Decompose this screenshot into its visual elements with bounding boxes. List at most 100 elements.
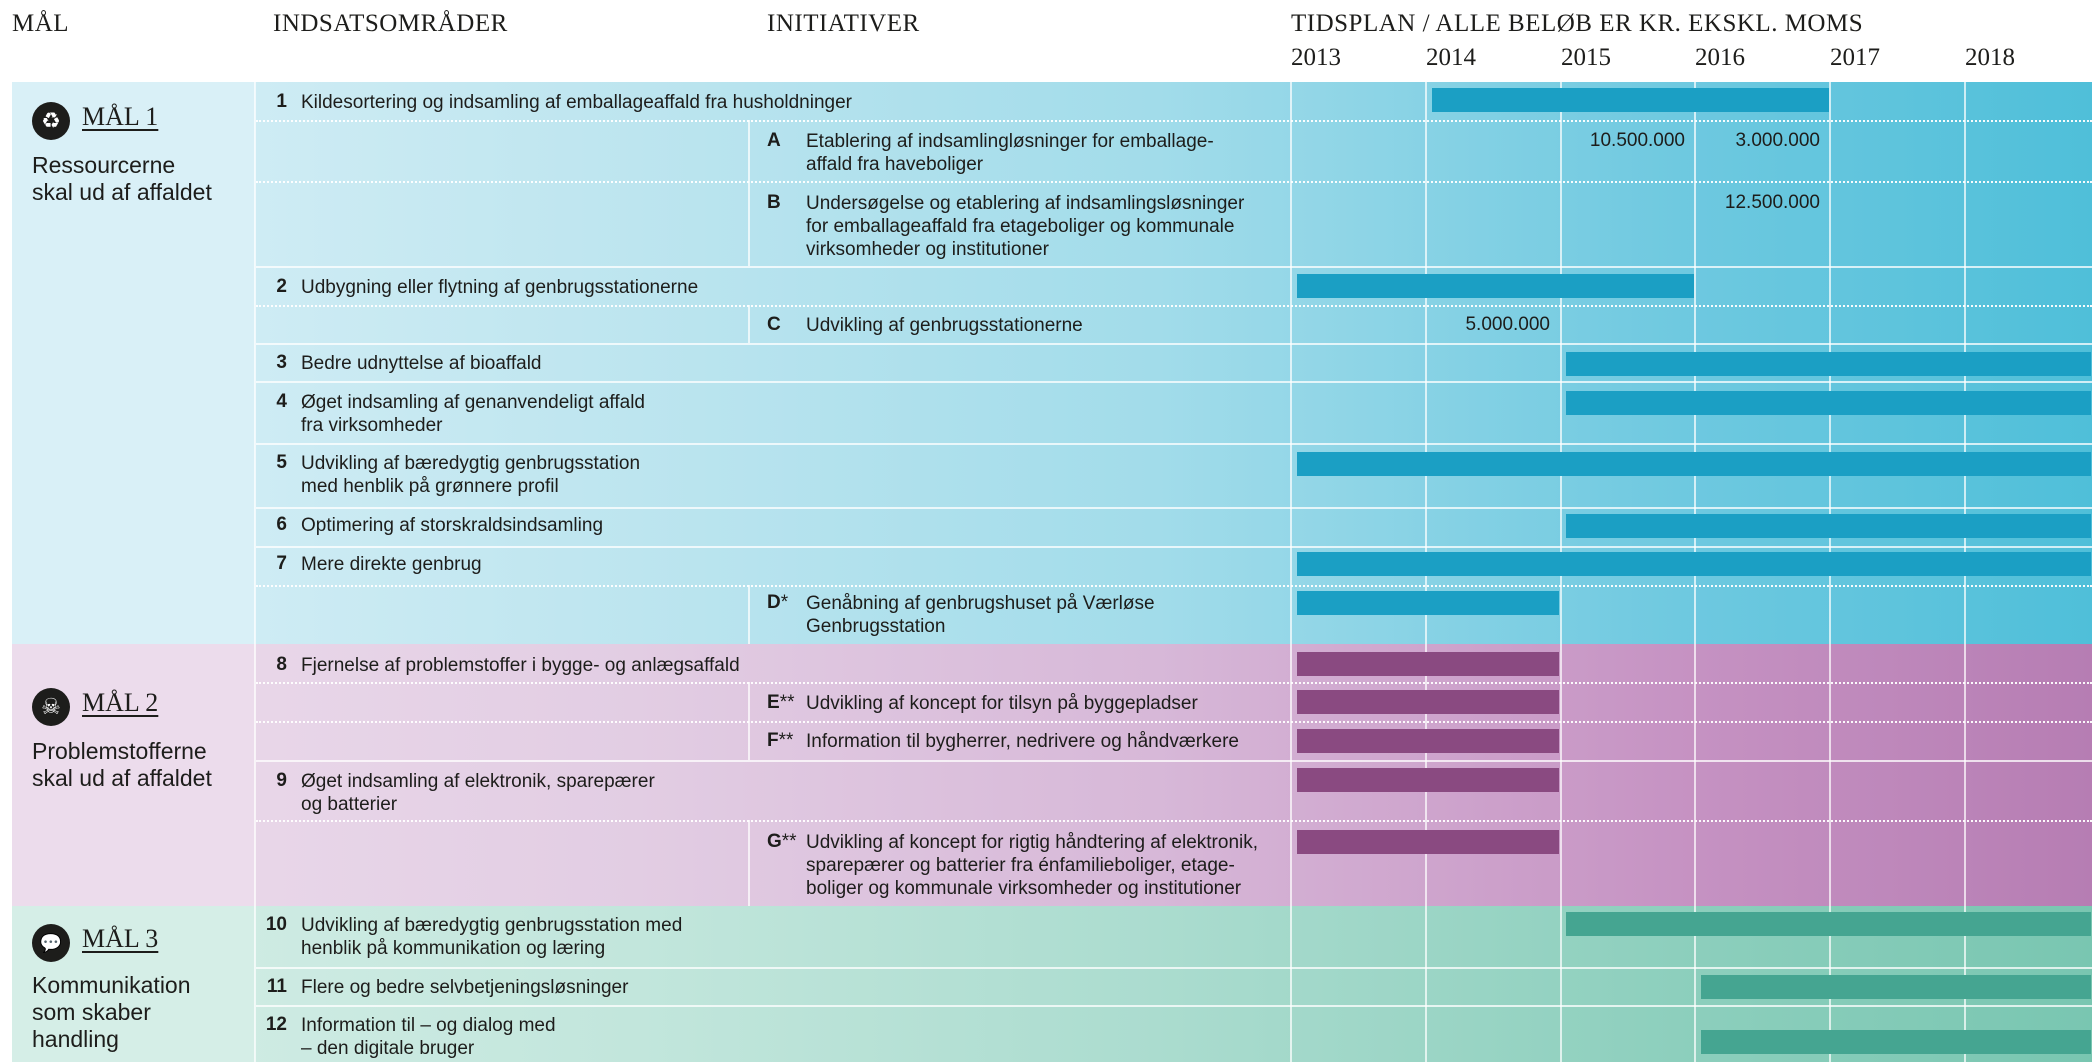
header-initiativer: INITIATIVER bbox=[767, 10, 920, 37]
goal-2-band bbox=[12, 644, 2092, 906]
row-separator bbox=[256, 820, 2092, 822]
row-text: Fjernelse af problemstoffer i bygge- og … bbox=[301, 655, 740, 676]
row-text: Bedre udnyttelse af bioaffald bbox=[301, 353, 542, 374]
timeline-bar bbox=[1297, 552, 2092, 576]
timeline-bar bbox=[1566, 352, 2092, 376]
initiative-letter: C bbox=[767, 314, 781, 335]
column-divider bbox=[254, 82, 256, 1062]
timeline-bar bbox=[1297, 452, 2092, 476]
initiative-text: Genåbning af genbrugshuset på Værløse Ge… bbox=[806, 593, 1155, 637]
row-text: Udvikling af bæredygtig genbrugsstation … bbox=[301, 915, 683, 959]
row-separator bbox=[256, 343, 2092, 345]
initiative-divider bbox=[748, 820, 750, 906]
row-text: Optimering af storskraldsindsamling bbox=[301, 515, 604, 536]
header-maal: MÅL bbox=[12, 10, 70, 37]
row-number: 9 bbox=[276, 770, 287, 791]
row-number: 10 bbox=[265, 914, 287, 935]
timeline-bar bbox=[1297, 768, 1560, 792]
row-number: 8 bbox=[276, 654, 287, 675]
timeline-bar bbox=[1297, 729, 1560, 753]
row-number: 4 bbox=[276, 391, 287, 412]
row-separator bbox=[256, 305, 2092, 307]
goal-1-label: MÅL 1 bbox=[82, 102, 159, 131]
amount-label: 10.500.000 bbox=[1589, 130, 1685, 151]
timeline-bar bbox=[1297, 690, 1560, 714]
goal-1-title: Ressourcerne skal ud af affaldet bbox=[32, 152, 212, 205]
amount-label: 3.000.000 bbox=[1735, 130, 1820, 151]
goal-3-label: MÅL 3 bbox=[82, 924, 159, 953]
row-separator bbox=[256, 967, 2092, 969]
row-number: 12 bbox=[265, 1014, 287, 1035]
skull-icon: ☠ bbox=[32, 688, 70, 726]
row-text: Udvikling af bæredygtig genbrugsstation … bbox=[301, 453, 641, 497]
goal-2-column bbox=[12, 644, 255, 906]
column-divider bbox=[1290, 82, 1292, 1062]
row-separator bbox=[256, 760, 2092, 762]
timeline-bar bbox=[1297, 591, 1560, 615]
row-text: Kildesortering og indsamling af emballag… bbox=[301, 92, 852, 113]
year-label: 2017 bbox=[1830, 44, 1880, 71]
initiative-divider bbox=[748, 120, 750, 266]
row-separator bbox=[256, 181, 2092, 183]
row-text: Øget indsamling af genanvendeligt affald… bbox=[301, 392, 646, 436]
recycle-icon: ♻ bbox=[32, 102, 70, 140]
timeline-bar bbox=[1566, 514, 2092, 538]
timeline-bar bbox=[1431, 88, 1829, 112]
amount-label: 5.000.000 bbox=[1465, 314, 1550, 335]
goal-2-label: MÅL 2 bbox=[82, 688, 159, 717]
initiative-divider bbox=[748, 305, 750, 343]
row-separator bbox=[256, 546, 2092, 548]
timeline-bar bbox=[1700, 975, 2092, 999]
row-separator bbox=[256, 507, 2092, 509]
initiative-text: Undersøgelse og etablering af indsamling… bbox=[806, 193, 1245, 260]
initiative-letter: G** bbox=[767, 831, 797, 852]
year-label: 2015 bbox=[1561, 44, 1611, 71]
goal-2-title: Problemstofferne skal ud af affaldet bbox=[32, 738, 212, 791]
initiative-text: Udvikling af koncept for tilsyn på bygge… bbox=[806, 693, 1198, 714]
initiative-text: Etablering af indsamlingløsninger for em… bbox=[806, 131, 1214, 175]
row-separator bbox=[256, 120, 2092, 122]
initiative-letter: B bbox=[767, 192, 781, 213]
timeline-bar bbox=[1297, 830, 1560, 854]
row-text: Information til – og dialog med – den di… bbox=[301, 1015, 556, 1059]
row-number: 2 bbox=[276, 276, 287, 297]
row-number: 6 bbox=[276, 514, 287, 535]
timeline-bar bbox=[1566, 391, 2092, 415]
goal-3-title: Kommunikation som skaber handling bbox=[32, 972, 191, 1052]
initiative-divider bbox=[748, 585, 750, 644]
row-text: Øget indsamling af elektronik, sparepære… bbox=[301, 771, 655, 815]
timeline-bar bbox=[1297, 652, 1560, 676]
year-label: 2013 bbox=[1291, 44, 1341, 71]
header-tidsplan: TIDSPLAN / ALLE BELØB ER KR. EKSKL. MOMS bbox=[1291, 10, 1864, 37]
initiative-letter: A bbox=[767, 130, 781, 151]
initiative-text: Udvikling af koncept for rigtig håndteri… bbox=[806, 832, 1259, 899]
initiative-letter: E** bbox=[767, 692, 795, 713]
row-text: Flere og bedre selvbetjeningsløsninger bbox=[301, 977, 629, 998]
row-number: 3 bbox=[276, 352, 287, 373]
row-number: 1 bbox=[276, 91, 287, 112]
row-separator bbox=[256, 682, 2092, 684]
initiative-letter: F** bbox=[767, 730, 794, 751]
row-text: Mere direkte genbrug bbox=[301, 554, 482, 575]
timeline-bar bbox=[1297, 274, 1695, 298]
initiative-letter: D* bbox=[767, 592, 789, 613]
initiative-text: Udvikling af genbrugsstationerne bbox=[806, 315, 1083, 336]
row-number: 5 bbox=[276, 452, 287, 473]
goal-1-column bbox=[12, 82, 255, 644]
speech-bubble-icon: 💬 bbox=[32, 924, 70, 962]
row-separator bbox=[256, 1005, 2092, 1007]
header-indsatsomraader: INDSATSOMRÅDER bbox=[273, 10, 508, 37]
year-label: 2016 bbox=[1695, 44, 1745, 71]
row-text: Udbygning eller flytning af genbrugsstat… bbox=[301, 277, 699, 298]
initiative-text: Information til bygherrer, nedrivere og … bbox=[806, 731, 1240, 752]
row-separator bbox=[256, 721, 2092, 723]
row-number: 7 bbox=[276, 553, 287, 574]
amount-label: 12.500.000 bbox=[1724, 192, 1820, 213]
timeline-bar bbox=[1700, 1030, 2092, 1054]
timeline-bar bbox=[1566, 912, 2092, 936]
year-label: 2018 bbox=[1965, 44, 2015, 71]
row-separator bbox=[256, 585, 2092, 587]
row-number: 11 bbox=[266, 976, 287, 997]
row-separator bbox=[256, 443, 2092, 445]
year-label: 2014 bbox=[1426, 44, 1476, 71]
